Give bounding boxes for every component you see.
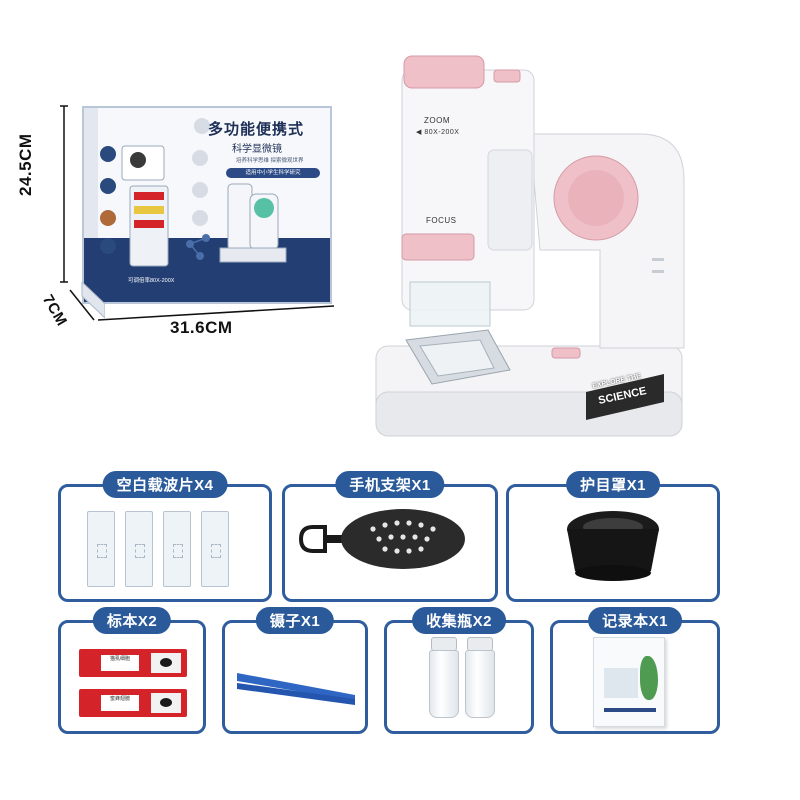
- card-label-eye-guard: 护目罩X1: [566, 471, 660, 498]
- product-package-box: [82, 106, 332, 304]
- card-eye-guard: 护目罩X1: [506, 471, 720, 602]
- card-specimens: 标本X2 猫虱细胞 蜜蜂翅膀: [58, 607, 206, 734]
- blank-slide: [201, 511, 229, 587]
- blank-slide: [125, 511, 153, 587]
- notebook-image: [593, 637, 665, 727]
- box-badge: 适用中小学生科学研究: [226, 168, 320, 178]
- phone-holder-image: [298, 509, 465, 569]
- zoom-range: ◀ 80X-200X: [416, 129, 460, 136]
- dimension-width: 31.6CM: [170, 318, 233, 337]
- specimen-tag-2: 蜜蜂翅膀: [101, 695, 139, 711]
- card-collection-bottles: 收集瓶X2: [384, 607, 534, 734]
- box-illustration: [100, 118, 287, 267]
- specimen-slide-1: 猫虱细胞: [79, 649, 187, 677]
- blank-slide: [87, 511, 115, 587]
- eye-guard-image: [567, 511, 659, 581]
- card-notebook: 记录本X1: [550, 607, 720, 734]
- card-phone-holder: 手机支架X1: [282, 471, 498, 602]
- card-label-collection-bottles: 收集瓶X2: [412, 607, 506, 634]
- specimen-slide-2: 蜜蜂翅膀: [79, 689, 187, 717]
- card-label-blank-slides: 空白载波片X4: [102, 471, 228, 498]
- zoom-label: ZOOM: [424, 116, 450, 125]
- card-label-tweezers: 镊子X1: [255, 607, 335, 634]
- specimen-tag-1: 猫虱细胞: [101, 655, 139, 671]
- card-label-phone-holder: 手机支架X1: [335, 471, 445, 498]
- box-tagline: 培养科学思维 探索微观世界: [236, 158, 304, 164]
- collection-bottle: [465, 637, 495, 719]
- card-tweezers: 镊子X1: [222, 607, 368, 734]
- box-footer-text: 可调倍率80X-200X: [128, 278, 175, 284]
- tweezers-image: [237, 673, 355, 705]
- box-subtitle: 科学显微镜: [232, 144, 282, 155]
- box-title: 多功能便携式: [208, 121, 305, 138]
- blank-slide: [163, 511, 191, 587]
- card-blank-slides: 空白载波片X4: [58, 471, 272, 602]
- card-label-specimens: 标本X2: [92, 607, 172, 634]
- box-blue-band: [84, 238, 330, 302]
- specimen-sample: [160, 698, 172, 707]
- collection-bottle: [429, 637, 459, 719]
- focus-label: FOCUS: [426, 216, 457, 225]
- card-label-notebook: 记录本X1: [588, 607, 682, 634]
- specimen-sample: [160, 658, 172, 667]
